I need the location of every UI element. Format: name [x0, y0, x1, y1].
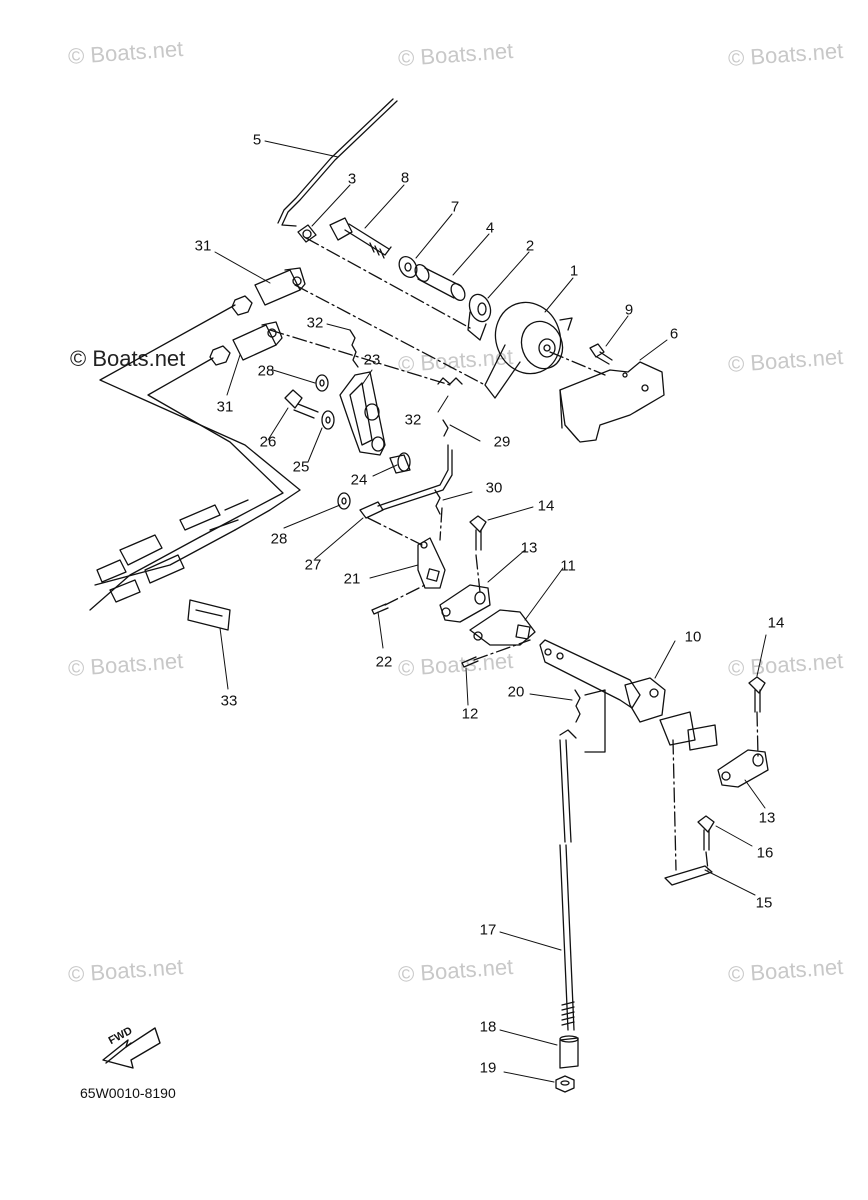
- callout-5[interactable]: 5: [252, 131, 262, 149]
- callout-20[interactable]: 20: [507, 683, 525, 701]
- part-31-cable-end-upper: [254, 267, 306, 306]
- callout-15[interactable]: 15: [755, 894, 773, 912]
- callout-26[interactable]: 26: [259, 433, 277, 451]
- callout-19[interactable]: 19: [479, 1059, 497, 1077]
- part-30-clip: [434, 489, 441, 515]
- callout-29[interactable]: 29: [493, 433, 511, 451]
- callout-32-upper[interactable]: 32: [306, 314, 324, 332]
- callout-24[interactable]: 24: [350, 471, 368, 489]
- part-14-screw-upper: [469, 515, 487, 551]
- part-15-plate: [664, 865, 713, 886]
- part-10-shaft: [539, 639, 718, 751]
- callout-33[interactable]: 33: [220, 692, 238, 710]
- callout-2[interactable]: 2: [525, 237, 535, 255]
- callout-14-upper[interactable]: 14: [537, 497, 555, 515]
- part-20-clip: [559, 689, 581, 739]
- part-23-lever: [339, 371, 386, 456]
- part-14-screw-lower: [748, 676, 766, 713]
- part-32-clip-upper: [349, 329, 359, 368]
- part-9-screw: [589, 343, 613, 365]
- guide-lines: [367, 507, 759, 871]
- callout-7[interactable]: 7: [450, 198, 460, 216]
- callout-31-upper[interactable]: 31: [194, 237, 212, 255]
- part-5-rod: [277, 98, 398, 227]
- callout-31-lower[interactable]: 31: [216, 398, 234, 416]
- callout-3[interactable]: 3: [347, 170, 357, 188]
- part-12-pin: [461, 656, 479, 668]
- part-8-bolt: [329, 217, 392, 259]
- part-28-washer-lower: [337, 492, 351, 510]
- nuts: [209, 295, 253, 366]
- part-6-bracket: [559, 361, 665, 443]
- callout-10[interactable]: 10: [684, 628, 702, 646]
- callout-17[interactable]: 17: [479, 921, 497, 939]
- callout-11[interactable]: 11: [560, 557, 576, 575]
- callout-28-upper[interactable]: 28: [257, 362, 275, 380]
- callout-27[interactable]: 27: [304, 556, 322, 574]
- part-25-washer: [321, 410, 335, 430]
- part-1-cam: [484, 301, 573, 399]
- part-2-bushing: [467, 293, 492, 341]
- callout-8[interactable]: 8: [400, 169, 410, 187]
- callout-23[interactable]: 23: [363, 351, 381, 369]
- part-26-bolt: [284, 389, 319, 419]
- part-13-clamp-lower: [717, 749, 769, 788]
- part-32-clip-lower: [437, 377, 463, 385]
- part-17-rod: [559, 739, 575, 1031]
- callout-21[interactable]: 21: [343, 570, 361, 588]
- part-28-washer-upper: [315, 374, 329, 392]
- watermark-overlay: © Boats.net: [70, 346, 186, 371]
- callout-28-lower[interactable]: 28: [270, 530, 288, 548]
- throttle-cables: [89, 304, 301, 611]
- part-22-pin: [371, 603, 389, 615]
- callout-9[interactable]: 9: [624, 301, 634, 319]
- part-11-lever: [469, 609, 536, 646]
- hose-outline: [584, 689, 606, 753]
- callout-30[interactable]: 30: [485, 479, 503, 497]
- callout-25[interactable]: 25: [292, 458, 310, 476]
- alignment-lines: [269, 237, 606, 386]
- part-31-cable-end-lower: [232, 321, 283, 361]
- callout-13-upper[interactable]: 13: [520, 539, 538, 557]
- part-24-collar: [389, 452, 411, 474]
- part-16-screw: [697, 815, 715, 851]
- part-18-sleeve: [559, 1035, 579, 1069]
- fwd-arrow-icon: [102, 1027, 161, 1069]
- part-27-link-rod: [359, 444, 453, 519]
- callout-22[interactable]: 22: [375, 653, 393, 671]
- part-33-label: [187, 599, 231, 631]
- callout-13-lower[interactable]: 13: [758, 809, 776, 827]
- callout-4[interactable]: 4: [485, 219, 495, 237]
- callout-18[interactable]: 18: [479, 1018, 497, 1036]
- part-7-washer: [398, 256, 418, 278]
- callout-16[interactable]: 16: [756, 844, 774, 862]
- part-29-clip: [442, 419, 449, 437]
- part-13-clamp-upper: [439, 584, 491, 623]
- leader-lines: [214, 140, 767, 1083]
- callout-32-lower[interactable]: 32: [404, 411, 422, 429]
- part-3-clip: [297, 224, 317, 243]
- callout-14-lower[interactable]: 14: [767, 614, 785, 632]
- part-4-collar: [414, 263, 466, 302]
- callout-6[interactable]: 6: [669, 325, 679, 343]
- callout-1[interactable]: 1: [569, 262, 579, 280]
- diagram-code: 65W0010-8190: [80, 1085, 176, 1101]
- callout-12[interactable]: 12: [461, 705, 479, 723]
- part-19-nut: [555, 1075, 575, 1093]
